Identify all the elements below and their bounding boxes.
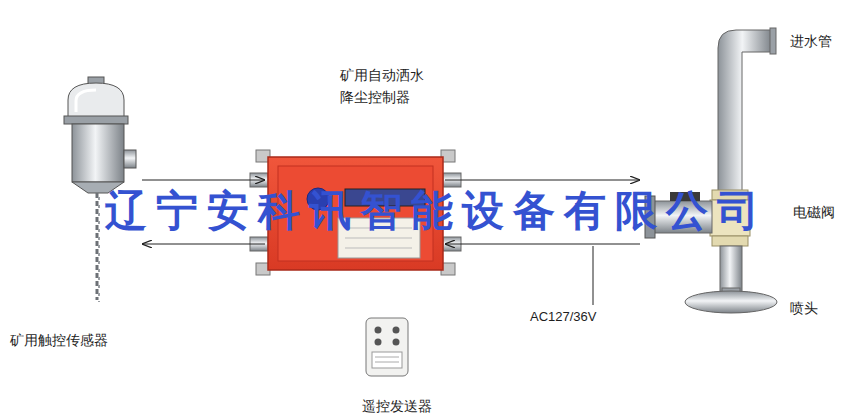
part-label: 进水管	[790, 33, 832, 50]
node-label: 矿用自动洒水 降尘控制器	[340, 64, 428, 108]
part-label: 喷头	[790, 300, 818, 317]
remote-figure-part	[393, 339, 400, 346]
touch-sensor-figure-part	[72, 124, 124, 182]
remote-figure-part	[375, 357, 399, 358]
node-label: 遥控发送器	[362, 396, 432, 416]
remote-figure-part	[372, 352, 402, 368]
remote-figure-part	[375, 362, 399, 363]
touch-sensor-figure-part	[76, 90, 96, 112]
node-label: 矿用触控传感器	[10, 330, 108, 350]
node-label: 电磁阀	[793, 202, 835, 222]
signal-arrow	[142, 180, 265, 181]
pipe-valve-figure-part	[770, 28, 776, 54]
remote-figure-part	[366, 318, 408, 376]
remote-figure-part	[375, 327, 382, 334]
pipe-valve-figure-part	[685, 291, 777, 313]
remote-figure	[366, 318, 408, 376]
signal-arrow	[445, 180, 640, 181]
voltage-label: AC127/36V	[530, 309, 597, 325]
pipe-valve-figure-part	[718, 30, 772, 192]
remote-node: 遥控发送器	[352, 314, 442, 416]
touch-sensor-figure-part	[68, 83, 124, 118]
pipe-valve-figure-part	[712, 236, 748, 246]
controller-housing-part	[345, 248, 412, 249]
touch-sensor-figure-part	[64, 116, 128, 124]
signal-arrow	[445, 244, 640, 245]
controller-housing-part	[345, 238, 412, 239]
pipe-valve-figure	[645, 28, 777, 313]
touch-sensor-figure-part	[124, 150, 136, 168]
signal-arrow	[142, 244, 265, 245]
remote-figure-part	[393, 327, 400, 334]
power-leader	[593, 246, 594, 305]
controller-node: 矿用自动洒水 降尘控制器	[265, 64, 445, 272]
watermark: 辽宁安科讯智能设备有限公司	[105, 190, 768, 232]
pipe-valve-figure-part	[720, 246, 742, 292]
remote-figure-part	[375, 339, 382, 346]
touch-sensor-figure-part	[98, 197, 100, 302]
